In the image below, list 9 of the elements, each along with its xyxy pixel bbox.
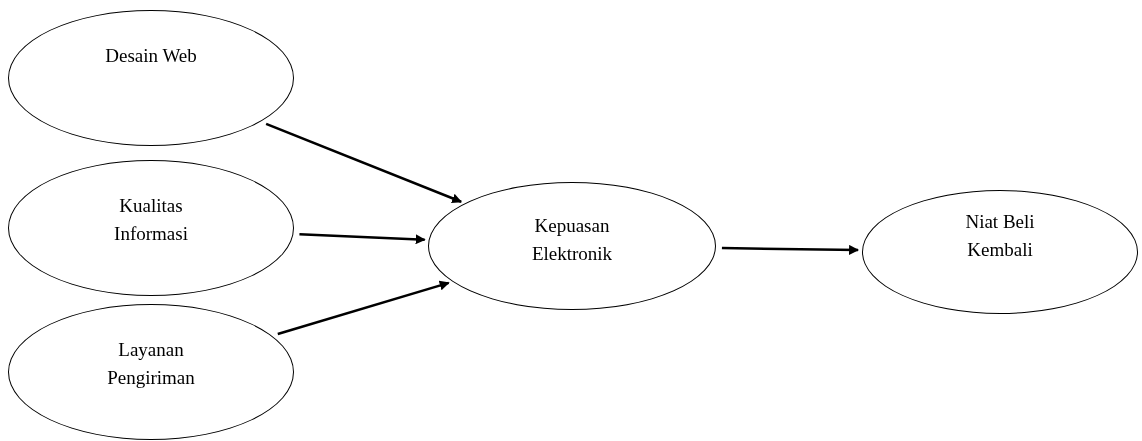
construct-label: Kepuasan Elektronik <box>530 214 614 266</box>
construct-label: Kualitas Informasi <box>113 194 189 246</box>
arrow <box>299 233 426 245</box>
construct-label: Desain Web <box>105 44 197 69</box>
arrow <box>277 280 450 336</box>
construct-label: Niat Beli Kembali <box>964 210 1036 262</box>
construct-label: Layanan Pengiriman <box>106 338 196 390</box>
arrow <box>721 244 860 255</box>
arrow <box>265 122 463 204</box>
